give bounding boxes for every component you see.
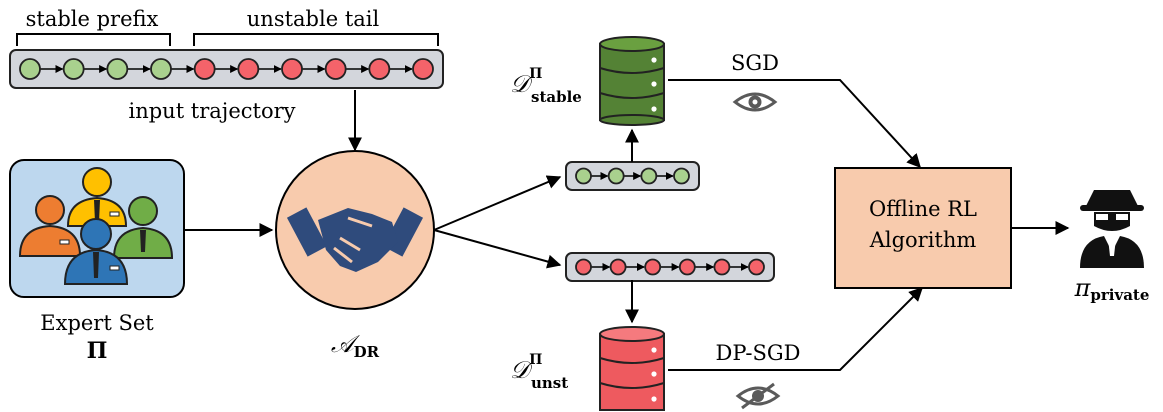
algorithm-node (275, 150, 435, 310)
expert-group-icon (18, 167, 174, 285)
input-trajectory (9, 49, 444, 89)
offline-rl-line2: Algorithm (869, 228, 977, 252)
unstable-trajectory (565, 252, 775, 282)
stable-state-node (106, 58, 129, 80)
stable-prefix-label: stable prefix (26, 7, 159, 31)
algorithm-label: 𝒜DR (331, 330, 380, 361)
stable-state-node (575, 167, 592, 185)
d-unst-subscript: unst (531, 374, 568, 392)
policy-symbol: π (1074, 274, 1092, 302)
algorithm-subscript: DR (354, 343, 380, 361)
d-unst-superscript: Π (529, 352, 542, 368)
expert-set-label: Expert Set (40, 311, 154, 335)
unstable-state-node (713, 258, 731, 276)
offline-rl-line1: Offline RL (869, 197, 977, 221)
d-stable-subscript: stable (531, 88, 582, 106)
unstable-state-node (281, 58, 303, 80)
unstable-state-node (324, 58, 347, 80)
arrow-sgd-to-offline (668, 79, 921, 169)
spy-agent-icon (1080, 190, 1144, 268)
stable-state-node (673, 167, 690, 185)
unstable-state-node (575, 258, 592, 276)
unstable-tail-brace (193, 33, 439, 46)
input-trajectory-label: input trajectory (128, 99, 295, 123)
offline-rl-box: Offline RL Algorithm (834, 167, 1012, 289)
database-icon (599, 326, 665, 411)
unstable-state-node (412, 58, 434, 80)
d-stable-superscript: Π (529, 66, 542, 82)
stable-state-node (62, 58, 85, 80)
unstable-state-node (368, 58, 391, 80)
arrow-algorithm-to-stable (433, 175, 562, 231)
stable-state-node (607, 167, 625, 185)
policy-subscript: private (1090, 286, 1149, 304)
unstable-state-node (237, 58, 260, 80)
database-icon (599, 36, 665, 126)
dp-sgd-label: DP-SGD (716, 341, 801, 365)
handshake-icon (286, 207, 424, 272)
stable-state-node (19, 58, 41, 80)
arrow-dpsgd-to-offline (668, 287, 923, 371)
unstable-database (599, 326, 665, 411)
sgd-label: SGD (731, 51, 779, 75)
unstable-state-node (678, 258, 696, 276)
stable-state-node (150, 58, 172, 80)
eye-icon (732, 92, 778, 112)
eye-slash-icon (735, 382, 781, 410)
arrow-algorithm-to-unstable (433, 229, 562, 269)
stable-state-node (640, 167, 658, 185)
unstable-tail-label: unstable tail (247, 7, 380, 31)
expert-set-panel (9, 159, 185, 298)
expert-set-symbol: Π (87, 338, 108, 364)
unstable-state-node (193, 58, 216, 80)
stable-trajectory (565, 161, 700, 191)
policy-label: πprivate (1074, 274, 1150, 304)
unstable-state-node (748, 258, 765, 276)
offline-rl-background (834, 167, 1012, 289)
stable-database (599, 36, 665, 126)
stable-prefix-brace (16, 33, 171, 46)
unstable-state-node (609, 258, 627, 276)
unstable-state-node (644, 258, 662, 276)
